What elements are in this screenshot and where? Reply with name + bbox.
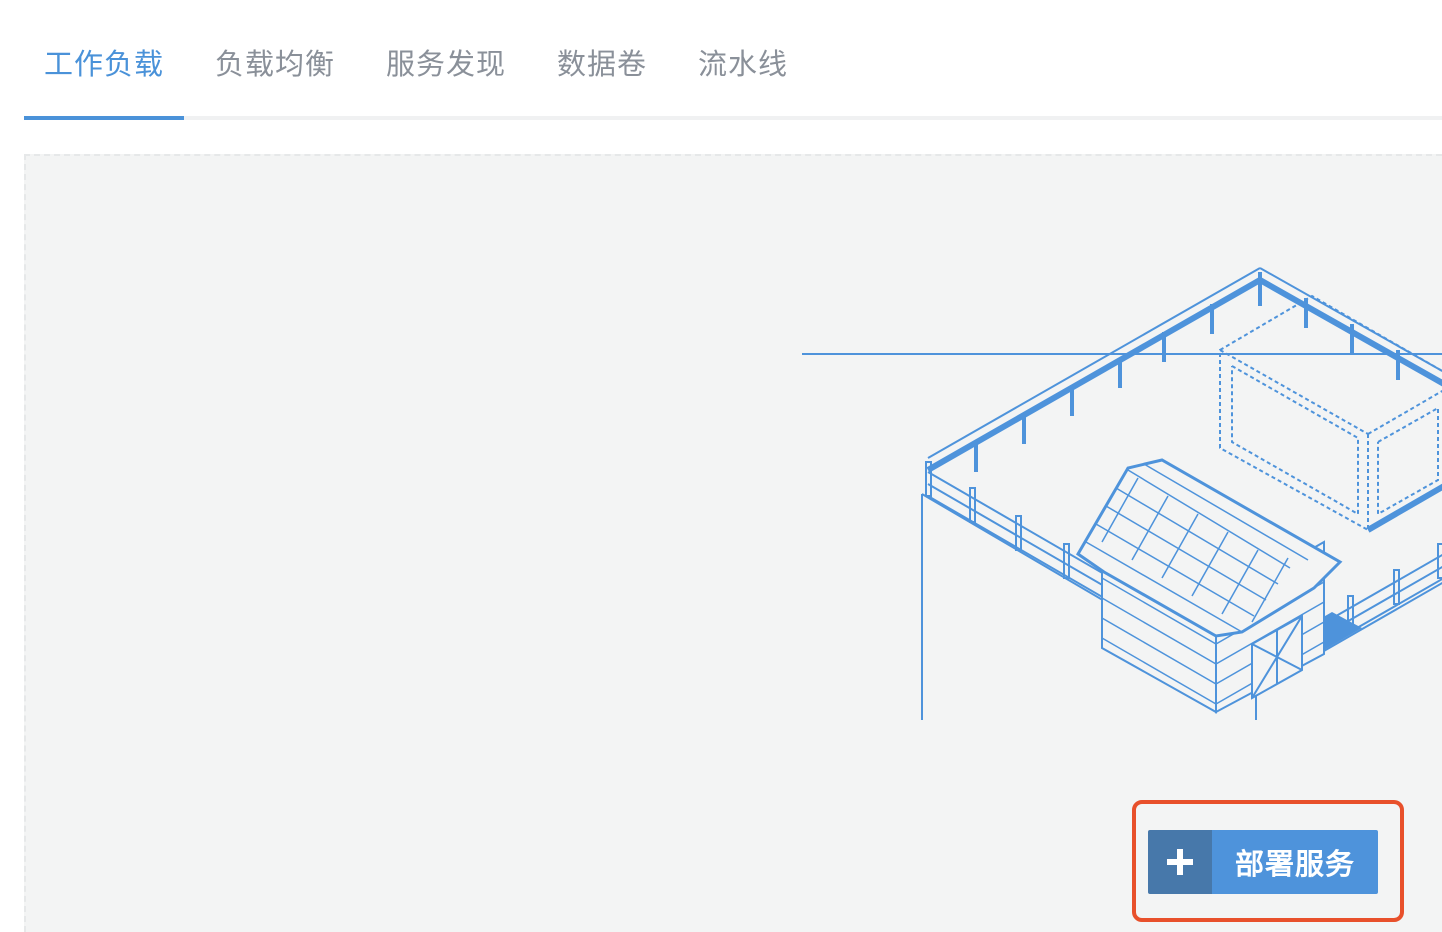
farm-barn-container-icon <box>802 267 1442 720</box>
tab-volumes[interactable]: 数据卷 <box>557 47 648 81</box>
tab-load-balancing[interactable]: 负载均衡 <box>215 47 336 81</box>
tab-bar: 工作负载 负载均衡 服务发现 数据卷 流水线 <box>24 0 1442 120</box>
plus-icon <box>1167 849 1193 875</box>
tab-workloads[interactable]: 工作负载 <box>44 47 165 81</box>
deploy-icon-wrap <box>1148 830 1212 894</box>
highlight-box <box>1132 800 1404 922</box>
deploy-service-button[interactable]: 部署服务 <box>1148 830 1378 894</box>
tab-service-discovery[interactable]: 服务发现 <box>386 47 507 81</box>
empty-state-panel: 部署服务 <box>24 154 1442 932</box>
active-tab-indicator <box>24 116 184 120</box>
deploy-service-label: 部署服务 <box>1212 830 1378 894</box>
tab-pipeline[interactable]: 流水线 <box>698 47 789 81</box>
